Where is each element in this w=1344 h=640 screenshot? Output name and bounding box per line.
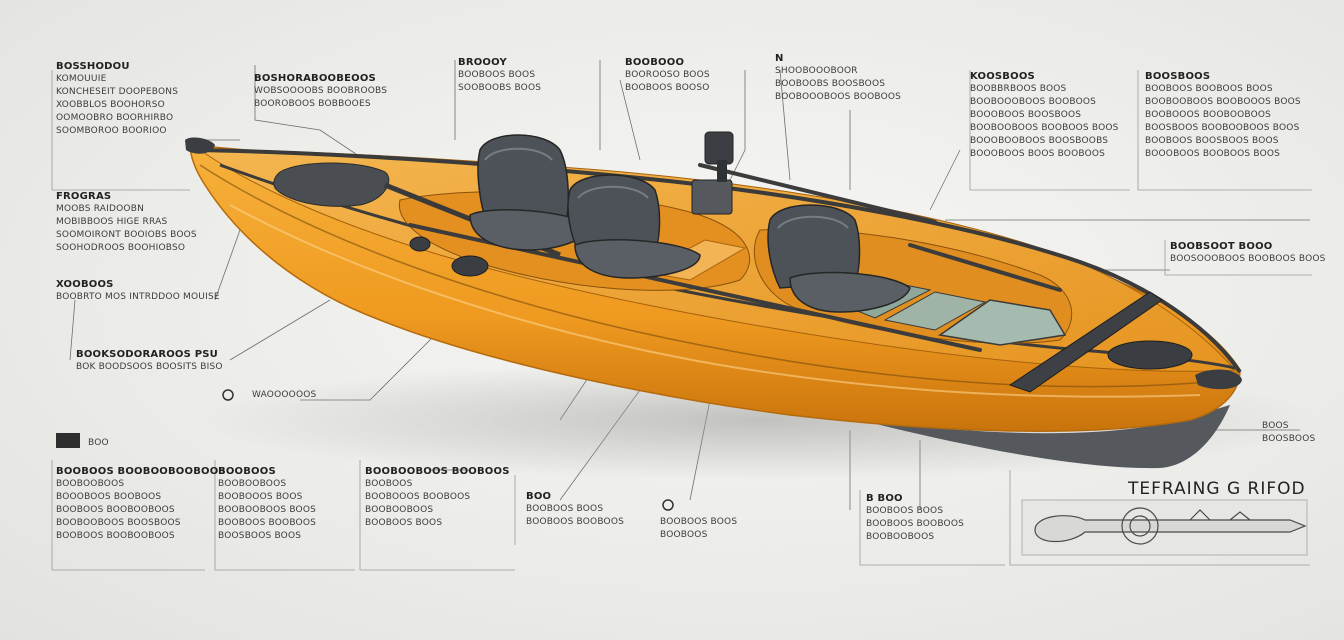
callout-frames	[51, 70, 1312, 571]
detail-graphic	[1021, 499, 1308, 556]
logo-icon	[56, 433, 80, 448]
seat-3	[767, 204, 911, 313]
tag-label: BOO	[88, 438, 109, 448]
seat-1	[469, 134, 591, 251]
label-left-5: WAOOOOOOS	[252, 390, 317, 400]
detail-title: TEFRAING G RIFOD	[1128, 479, 1306, 499]
seat-2	[567, 174, 701, 279]
